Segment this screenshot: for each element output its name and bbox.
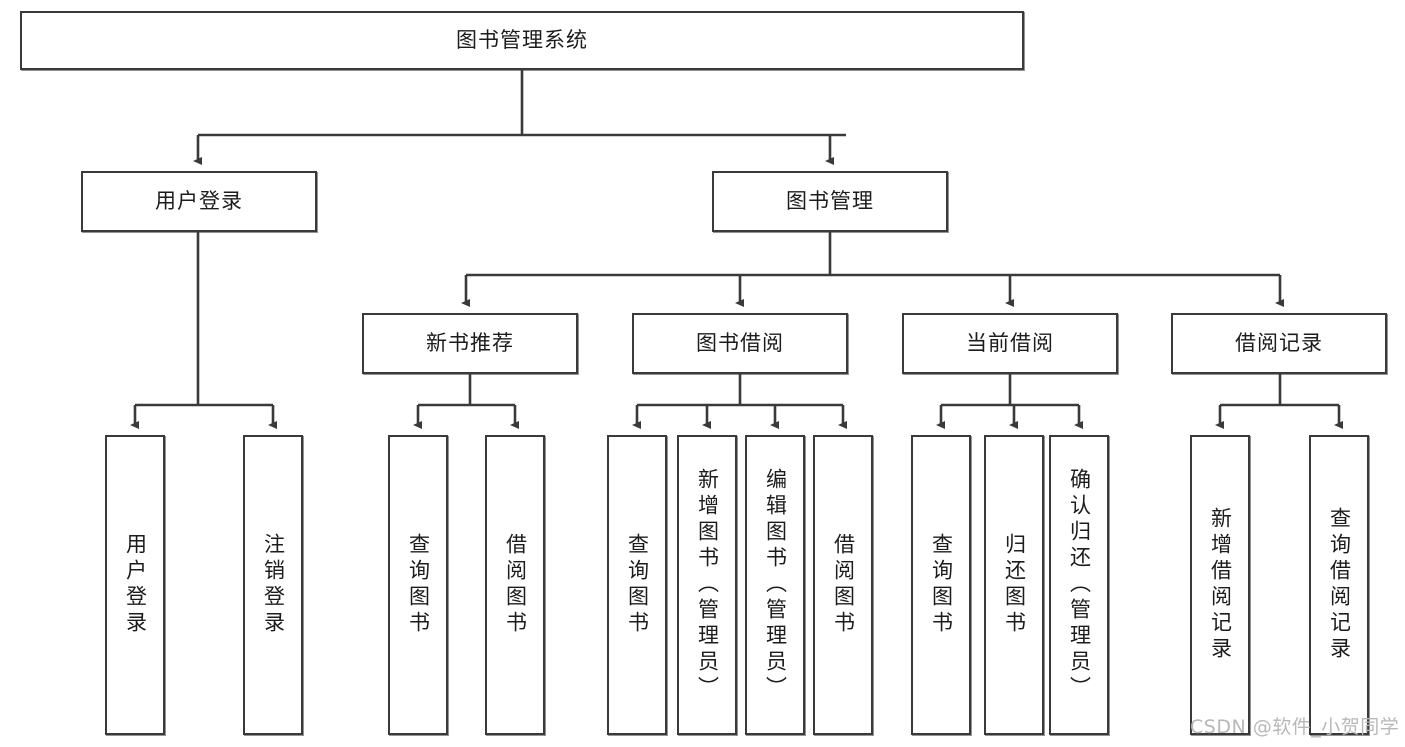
node-current-borrow-label: 当前借阅 [966,331,1054,356]
node-leaf-query-borrow-record-label: 查询借阅记录 [1327,507,1352,663]
node-leaf-user-logout[interactable]: 注销登录 [243,435,303,735]
node-leaf-query-book-current-label: 查询图书 [929,533,954,637]
node-book-borrow-label: 图书借阅 [696,331,784,356]
node-leaf-return-book[interactable]: 归还图书 [984,435,1044,735]
node-leaf-confirm-return-admin-label: 确认归还（管理员） [1067,468,1092,702]
node-leaf-borrow-book[interactable]: 借阅图书 [813,435,873,735]
node-book-manage[interactable]: 图书管理 [712,171,948,232]
node-user-login[interactable]: 用户登录 [81,171,317,232]
node-current-borrow[interactable]: 当前借阅 [902,313,1118,374]
node-leaf-add-book-admin-label: 新增图书（管理员） [695,468,720,702]
node-book-manage-label: 图书管理 [786,189,874,214]
node-new-book-rec[interactable]: 新书推荐 [362,313,578,374]
node-leaf-query-book-borrow[interactable]: 查询图书 [607,435,667,735]
node-user-login-label: 用户登录 [155,189,243,214]
node-borrow-record-label: 借阅记录 [1235,331,1323,356]
node-leaf-query-borrow-record[interactable]: 查询借阅记录 [1309,435,1369,735]
node-leaf-borrow-book-label: 借阅图书 [831,533,856,637]
node-new-book-rec-label: 新书推荐 [426,331,514,356]
node-root[interactable]: 图书管理系统 [20,11,1024,70]
node-leaf-add-borrow-record-label: 新增借阅记录 [1208,507,1233,663]
node-borrow-record[interactable]: 借阅记录 [1171,313,1387,374]
node-leaf-add-borrow-record[interactable]: 新增借阅记录 [1190,435,1250,735]
node-leaf-user-login-label: 用户登录 [123,533,148,637]
node-leaf-query-book-borrow-label: 查询图书 [625,533,650,637]
node-book-borrow[interactable]: 图书借阅 [632,313,848,374]
watermark-text: CSDN @软件_小贺同学 [1190,716,1400,738]
node-leaf-return-book-label: 归还图书 [1002,533,1027,637]
node-leaf-query-book-rec[interactable]: 查询图书 [388,435,448,735]
node-leaf-user-login[interactable]: 用户登录 [105,435,165,735]
node-root-label: 图书管理系统 [456,28,588,53]
node-leaf-borrow-book-rec-label: 借阅图书 [503,533,528,637]
node-leaf-confirm-return-admin[interactable]: 确认归还（管理员） [1049,435,1109,735]
node-leaf-edit-book-admin[interactable]: 编辑图书（管理员） [745,435,805,735]
node-leaf-add-book-admin[interactable]: 新增图书（管理员） [677,435,737,735]
node-leaf-user-logout-label: 注销登录 [261,533,286,637]
node-leaf-query-book-current[interactable]: 查询图书 [911,435,971,735]
node-leaf-edit-book-admin-label: 编辑图书（管理员） [763,468,788,702]
node-leaf-borrow-book-rec[interactable]: 借阅图书 [485,435,545,735]
node-leaf-query-book-rec-label: 查询图书 [406,533,431,637]
